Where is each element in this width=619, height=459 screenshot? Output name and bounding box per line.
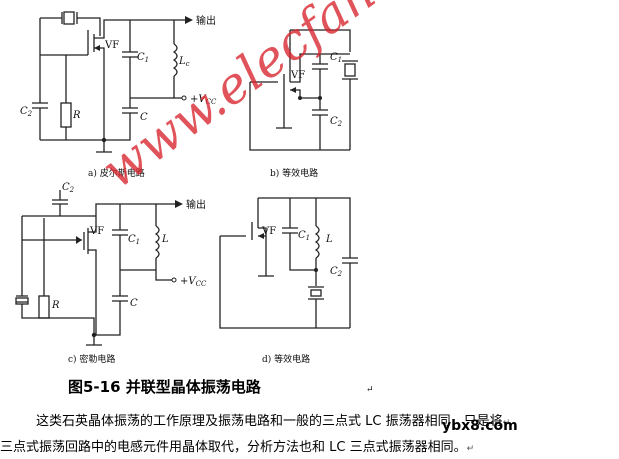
label-vf-b: VF — [290, 70, 305, 81]
label-vcc-a: +VCC — [190, 94, 217, 106]
label-vf-c: VF — [89, 226, 104, 237]
label-vcc-c: +VCC — [180, 276, 207, 288]
label-l-c: L — [161, 234, 169, 245]
body-paragraph-line-2: 三点式振荡回路中的电感元件用晶体取代，分析方法也和 LC 三点式振荡器相同。↵ — [0, 436, 619, 455]
caption-c: c) 密勒电路 — [68, 353, 115, 365]
label-output-c: 输出 — [186, 198, 206, 211]
label-vf-a: VF — [104, 40, 119, 51]
watermark-ybx8: ybx8.com — [442, 418, 518, 434]
return-mark-1: ↵ — [502, 418, 511, 428]
label-vf-d: VF — [261, 226, 276, 237]
label-c-c: C — [130, 298, 138, 309]
label-c2-d: C2 — [330, 266, 343, 278]
label-output-a: 输出 — [196, 14, 216, 27]
return-mark-title: ↵ — [366, 385, 374, 395]
paragraph-text-2: 三点式振荡回路中的电感元件用晶体取代，分析方法也和 LC 三点式振荡器相同。 — [0, 440, 467, 455]
label-c1-d: C1 — [298, 230, 310, 242]
caption-d: d) 等效电路 — [262, 353, 310, 365]
circuit-a-pierce: VF C1 Lc +VCC C C2 R 输出 a) 皮尔斯电路 — [20, 11, 217, 179]
circuit-d-equivalent: VF C1 L C2 d) 等效电路 — [219, 197, 358, 365]
figure-title: 图5-16 并联型晶体振荡电路 — [68, 378, 262, 396]
label-r-a: R — [72, 110, 81, 121]
label-c-a: C — [140, 112, 148, 123]
return-mark-2: ↵ — [466, 444, 475, 454]
circuit-c-miller: C2 VF C1 L +VCC C R 输出 c) 密勒电路 — [15, 182, 207, 365]
label-lc-a: Lc — [178, 56, 190, 68]
caption-b: b) 等效电路 — [270, 167, 318, 179]
caption-a: a) 皮尔斯电路 — [88, 167, 145, 179]
body-paragraph-line-1: 这类石英晶体振荡的工作原理及振荡电路和一般的三点式 LC 振荡器相同，只是将↵ — [36, 410, 619, 429]
crystal-a — [63, 11, 75, 25]
label-c2-c: C2 — [62, 182, 75, 194]
circuit-b-equivalent: VF C1 C2 b) 等效电路 — [249, 29, 358, 179]
label-c1-c: C1 — [128, 234, 140, 246]
paragraph-text-1: 这类石英晶体振荡的工作原理及振荡电路和一般的三点式 LC 振荡器相同，只是将 — [36, 414, 503, 429]
label-c1-a: C1 — [137, 52, 149, 64]
label-r-c: R — [51, 300, 60, 311]
label-c1-b: C1 — [330, 52, 342, 64]
label-l-d: L — [325, 234, 333, 245]
label-c2-a: C2 — [20, 106, 33, 118]
label-c2-b: C2 — [330, 116, 343, 128]
